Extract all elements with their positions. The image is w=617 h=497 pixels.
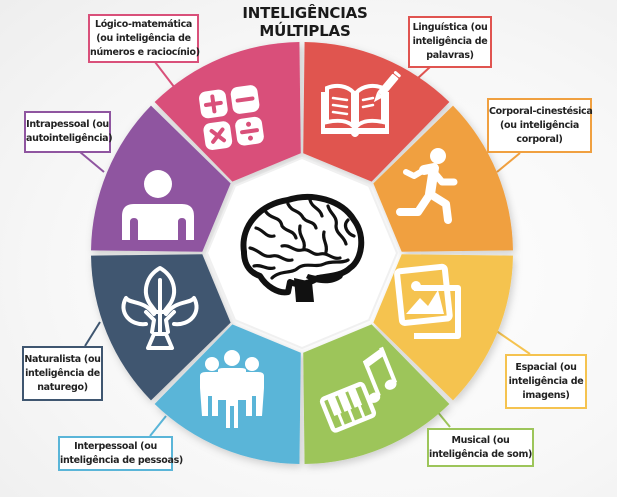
tree-icon (121, 266, 199, 350)
title-line-1: INTELIGÊNCIAS (242, 4, 368, 22)
page-title: INTELIGÊNCIAS MÚLTIPLAS (232, 4, 378, 40)
label-interpessoal: Interpessoal (ou inteligência de pessoas… (58, 436, 183, 471)
segment-logico-matematica (154, 42, 301, 182)
calculator-operators-icon (199, 85, 264, 150)
label-linguistica: Linguística (ou inteligência de palavras… (408, 16, 492, 68)
label-naturalista: Naturalista (ou inteligência de naturego… (22, 346, 103, 401)
brain-icon (240, 193, 365, 302)
segment-linguistica (303, 42, 450, 182)
label-intrapessoal: Intrapessoal (ou autointeligência) (24, 111, 113, 153)
images-icon (394, 263, 461, 339)
book-pencil-icon (321, 71, 401, 137)
piano-music-note-icon (319, 346, 398, 433)
running-person-icon (396, 148, 458, 224)
segment-espacial (373, 254, 513, 401)
label-corporal-cinestesica: Corporal-cinestésica (ou inteligência co… (487, 98, 593, 153)
person-icon (122, 170, 194, 240)
group-people-icon (200, 350, 264, 428)
title-line-2: MÚLTIPLAS (259, 22, 351, 40)
label-logico-matematica: Lógico-matemática (ou inteligência de nú… (88, 14, 200, 63)
label-espacial: Espacial (ou inteligência de imagens) (505, 354, 587, 409)
label-musical: Musical (ou inteligência de som) (427, 428, 534, 467)
